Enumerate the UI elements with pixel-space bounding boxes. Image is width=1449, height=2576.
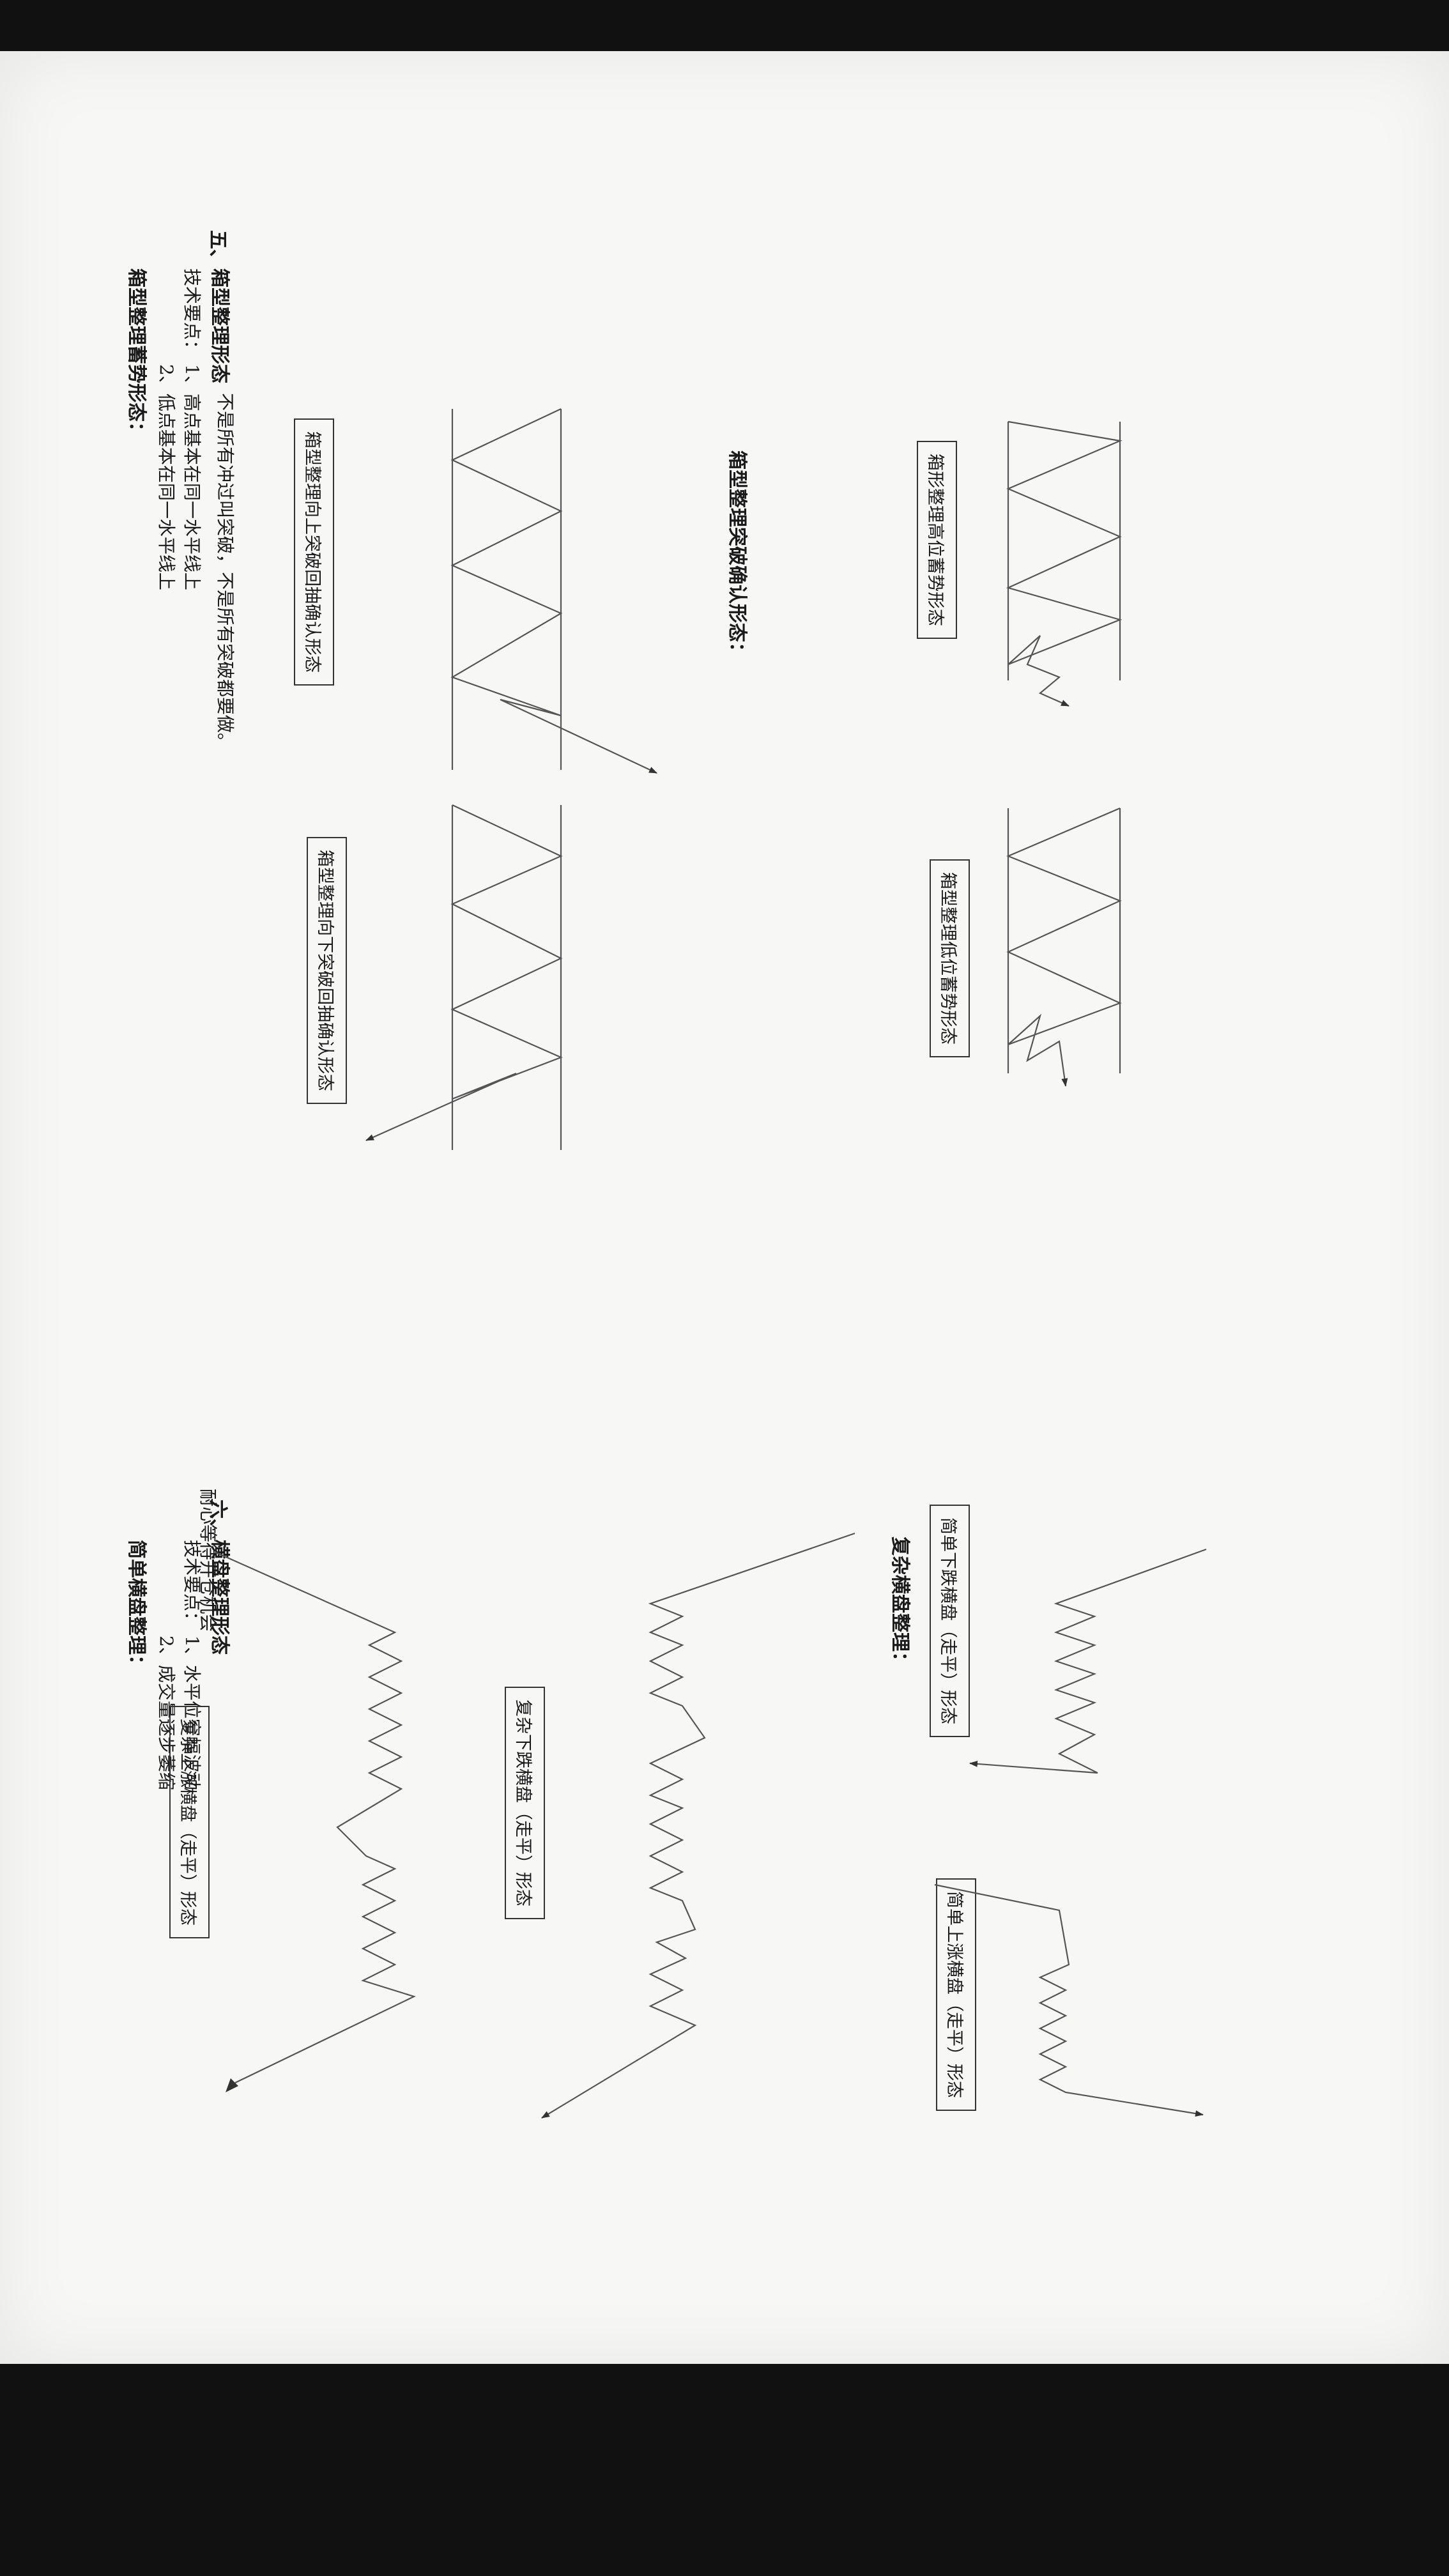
diagram-simple-down — [969, 1548, 1207, 1774]
diagram-box-up — [450, 408, 657, 774]
diagram-simple-up — [934, 1883, 1204, 2117]
pattern-diagrams — [215, 408, 1207, 2119]
paper-sheet: 五、 箱型整理形态 技术要点： 1、高点基本在同一水平线上 2、低点基本在同一水… — [0, 51, 1449, 2364]
rotated-page-content: 五、 箱型整理形态 技术要点： 1、高点基本在同一水平线上 2、低点基本在同一水… — [0, 102, 1449, 2402]
diagram-box-low — [1006, 807, 1122, 1087]
diagram-complex-up — [215, 1551, 416, 2083]
diagram-box-down — [365, 804, 563, 1150]
diagram-box-high — [1006, 420, 1123, 707]
diagram-complex-down — [541, 1532, 855, 2119]
